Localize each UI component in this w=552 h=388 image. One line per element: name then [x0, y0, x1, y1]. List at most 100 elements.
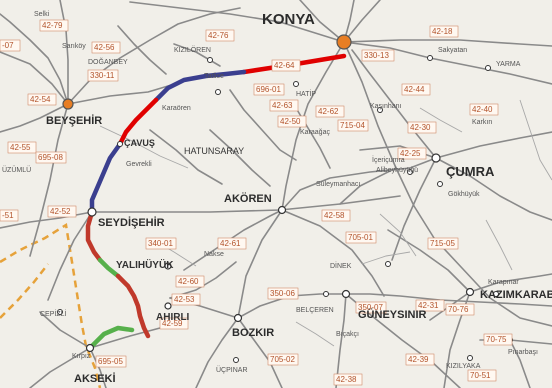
road-number: 42-39 [408, 355, 429, 364]
road-number: 42-64 [274, 61, 295, 70]
road-number: 330-13 [364, 51, 389, 60]
road-number: 70-75 [486, 335, 507, 344]
markers [57, 34, 513, 363]
road-number: 42-56 [94, 43, 115, 52]
province-border [0, 222, 102, 388]
road-number: 715-04 [340, 121, 365, 130]
kizilyaka-marker[interactable] [467, 355, 473, 361]
cumra-marker[interactable] [431, 153, 441, 163]
cavus-marker[interactable] [117, 141, 123, 147]
road-number: 42-63 [272, 101, 293, 110]
road-number: 42-31 [418, 301, 439, 310]
road-number: 330-11 [90, 71, 115, 80]
route-segment-navy-1 [153, 69, 247, 103]
road-number-labels: 42-79 42-56 42-76 42-18 330-11 42-54 42-… [0, 19, 513, 386]
village-label-dinek: DİNEK [330, 261, 352, 270]
village-label-karaagac: Karaağaç [300, 129, 330, 136]
route-segment-red-2 [117, 97, 159, 147]
village-label-tatlice: Tatlice [204, 73, 224, 80]
ahirli-marker[interactable] [164, 302, 172, 310]
road-number: 42-58 [324, 211, 345, 220]
route-segment-green-1 [97, 257, 121, 279]
road-number: 696-01 [256, 85, 281, 94]
road-number: 695-05 [98, 357, 123, 366]
karaoren-marker[interactable] [215, 89, 221, 95]
village-label-pinarbasi: Pınarbaşı [508, 349, 538, 356]
dinek-marker[interactable] [385, 261, 391, 267]
beysehir-marker[interactable] [62, 98, 74, 110]
bozkir-marker[interactable] [233, 313, 243, 323]
road-number: -51 [2, 211, 14, 220]
road-number: 70-76 [448, 305, 469, 314]
konya-marker[interactable] [336, 34, 352, 50]
road-number: 705-01 [348, 233, 373, 242]
road-number: 42-52 [50, 207, 71, 216]
village-label-karkin: Karkın [472, 119, 492, 126]
kizloren-marker[interactable] [207, 57, 213, 63]
city-label-seydisehir: SEYDİŞEHİR [98, 216, 165, 229]
village-label-kizloren: KIZILÖREN [174, 46, 211, 54]
akseki-marker[interactable] [85, 343, 95, 353]
gokhuyuk-marker[interactable] [437, 181, 443, 187]
village-label-yarma: YARMA [496, 61, 521, 68]
village-label-alibeyhuyugu: Alibeyhüyüğü [376, 167, 418, 174]
road-number: 42-18 [432, 27, 453, 36]
village-label-bicakci: Bıçakçı [336, 331, 359, 338]
city-label-kazimkarabekir: KAZIMKARABE [480, 289, 552, 301]
road-number: 70-51 [470, 371, 491, 380]
akoren-marker[interactable] [277, 205, 287, 215]
road-number: 715-05 [430, 239, 455, 248]
route-segment-darkred-2 [115, 273, 151, 339]
city-label-beysehir: BEYŞEHİR [46, 114, 102, 127]
route-segment-navy-2 [89, 141, 123, 215]
village-label-kasinhani: Kaşınhanı [370, 103, 402, 110]
road-number: 340-01 [148, 239, 173, 248]
guneysinir-marker[interactable] [341, 289, 351, 299]
village-label-suleymanhaci: Süleymanhacı [316, 181, 360, 188]
road-number: 42-50 [280, 117, 301, 126]
seydisehir-marker[interactable] [87, 207, 97, 217]
village-label-karapinar: Karapınar [488, 279, 519, 286]
city-label-cumra: ÇUMRA [446, 164, 495, 179]
village-label-selki: Selki [34, 11, 50, 18]
village-label-doganbey: DOĞANBEY [88, 57, 128, 66]
road-number: 42-76 [208, 31, 229, 40]
kasinhani-marker[interactable] [377, 107, 383, 113]
village-label-ucpinar: ÜÇPINAR [216, 366, 248, 374]
road-number: 42-30 [410, 123, 431, 132]
city-label-akoren: AKÖREN [224, 192, 272, 205]
karapinar-marker[interactable] [493, 291, 499, 297]
village-label-belceren: BELÇEREN [296, 307, 334, 314]
yarma-marker[interactable] [485, 65, 491, 71]
road-number: 42-62 [318, 107, 339, 116]
cepizli-marker[interactable] [57, 309, 63, 315]
ucpinar-marker[interactable] [233, 357, 239, 363]
town-label-yalihuyuk: YALIHÜYÜK [116, 258, 174, 271]
village-label-icericumra: İçeriçumra [372, 155, 405, 164]
road-number: 42-79 [42, 21, 63, 30]
kazimkarabekir-marker[interactable] [465, 287, 475, 297]
hatip-marker[interactable] [293, 81, 299, 87]
belceren-marker[interactable] [323, 291, 329, 297]
village-label-gokhuyuk: Gökhüyük [448, 191, 480, 198]
yalihuyuk-marker[interactable] [164, 262, 172, 270]
road-number: 350-06 [270, 289, 295, 298]
road-number: 42-61 [220, 239, 241, 248]
city-label-akseki: AKSEKİ [74, 372, 116, 385]
alibeyhuyugu-marker[interactable] [407, 169, 413, 175]
city-label-konya: KONYA [262, 11, 315, 28]
village-label-uzumlu: ÜZÜMLÜ [2, 166, 31, 174]
road-number: 42-54 [30, 95, 51, 104]
road-number: 42-59 [162, 319, 183, 328]
road-number: 42-38 [336, 375, 357, 384]
village-label-cepizli: CEPİZLİ [40, 309, 67, 318]
route-segment-darkred-1 [85, 209, 103, 263]
sakyatan-marker[interactable] [427, 55, 433, 61]
village-label-sarikoy: Sarıköy [62, 43, 86, 50]
town-label-hatunsaray: HATUNSARAY [184, 146, 244, 156]
town-label-ahirli: AHIRLI [156, 312, 190, 323]
road-number: 42-40 [472, 105, 493, 114]
